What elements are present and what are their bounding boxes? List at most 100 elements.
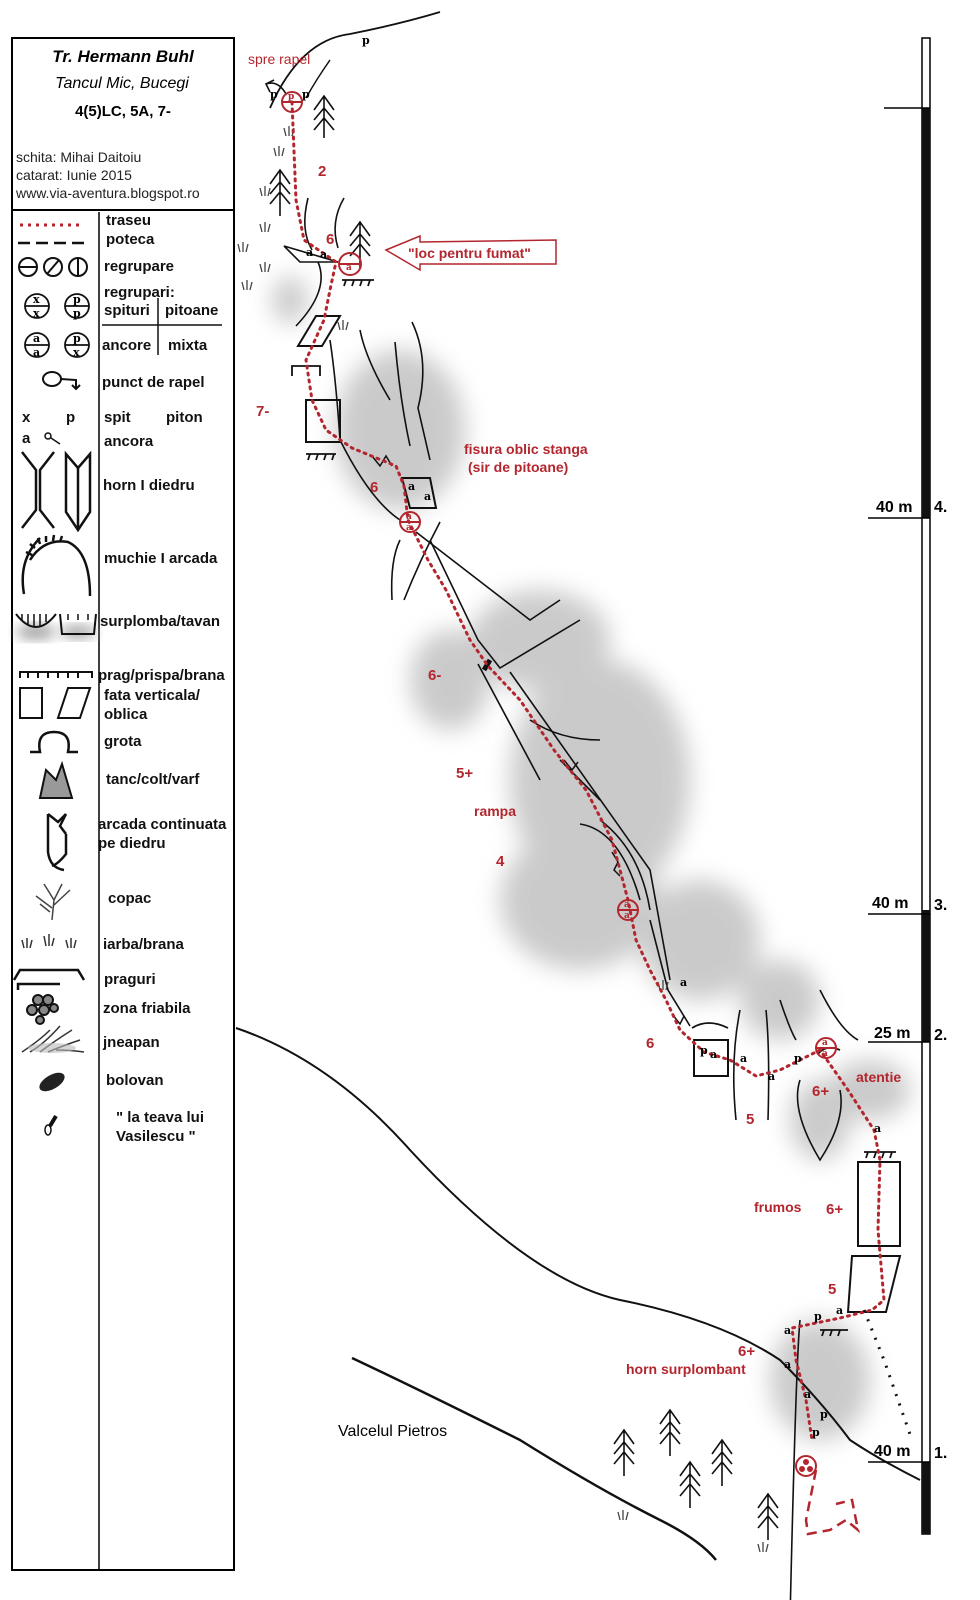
svg-text:p: p [794, 1052, 802, 1065]
svg-text:p: p [270, 88, 278, 101]
svg-text:a: a [804, 1388, 811, 1401]
legend-prag: prag/prispa/brana [98, 667, 225, 684]
route-grade: 4(5)LC, 5A, 7- [75, 103, 171, 120]
svg-text:a: a [406, 523, 412, 533]
svg-text:a: a [406, 512, 412, 522]
svg-text:a: a [822, 1038, 828, 1048]
overhanging-chimney-label: horn surplombant [626, 1361, 746, 1377]
svg-text:a: a [33, 346, 40, 359]
legend-x-letter: x [22, 409, 31, 426]
svg-text:a: a [874, 1122, 881, 1135]
svg-text:a: a [408, 480, 415, 493]
svg-text:p: p [73, 293, 81, 306]
grade-label: 5 [746, 1111, 754, 1128]
overhang-roof-symbol [15, 613, 97, 640]
to-rappel-label: spre rapel [248, 51, 310, 67]
scale-bar: 40 m 4. 40 m 3. 25 m 2. 40 m 1. [868, 37, 947, 1535]
legend-tanc: tanc/colt/varf [106, 771, 200, 788]
svg-text:a: a [346, 263, 352, 273]
rock-shading [272, 276, 910, 1440]
legend-friabila: zona friabila [103, 1000, 191, 1017]
legend-spit: spit [104, 409, 131, 426]
legend-ancora: ancora [104, 433, 154, 450]
grade-label: 6+ [826, 1201, 843, 1218]
legend-oblica: oblica [104, 706, 148, 723]
chimney-dihedral-symbol [21, 450, 92, 533]
grade-label: 5+ [456, 765, 473, 782]
grass [237, 126, 769, 1553]
arete-arch-symbol [21, 534, 92, 597]
legend-piton: piton [166, 409, 203, 426]
crack-label: fisura oblic stanga [464, 441, 588, 457]
legend-muchie: muchie I arcada [104, 550, 218, 567]
ramp-label: rampa [474, 803, 516, 819]
svg-text:a: a [710, 1048, 717, 1061]
cave-symbol [30, 730, 78, 754]
svg-text:a: a [836, 1304, 843, 1317]
belay-stations [281, 91, 837, 1059]
pitch-number-2: 2. [934, 1027, 947, 1044]
rappel-arrow [264, 79, 287, 95]
legend-spituri: spituri [104, 302, 150, 319]
svg-text:a: a [784, 1358, 791, 1371]
dwarf-pine-symbol [21, 1025, 85, 1053]
svg-text:a: a [768, 1070, 775, 1083]
legend-poteca: poteca [106, 231, 155, 248]
loose-rock-symbol [26, 994, 59, 1025]
grass-symbol [21, 934, 77, 949]
svg-text:p: p [362, 34, 370, 47]
grade-label: 6 [326, 231, 334, 248]
svg-text:a: a [320, 248, 327, 261]
svg-text:a: a [424, 490, 431, 503]
grade-label: 6 [646, 1035, 654, 1052]
svg-text:a: a [624, 911, 630, 921]
legend-pe-diedru: pe diedru [98, 835, 166, 852]
legend-jneapan: jneapan [102, 1034, 160, 1051]
route-location: Tancul Mic, Bucegi [55, 75, 189, 92]
svg-text:x: x [33, 293, 40, 306]
piton-line-label: (sir de pitoane) [468, 459, 568, 475]
legend-teava: " la teava lui [116, 1109, 204, 1126]
svg-text:p: p [288, 92, 294, 102]
grade-label: 7- [256, 403, 269, 420]
tree-symbol [35, 883, 71, 921]
legend-grota: grota [104, 733, 142, 750]
legend-arcada-continuata: arcada continuata [98, 816, 227, 833]
boulder-symbol [39, 1072, 65, 1092]
legend-regrupari: regrupari: [104, 284, 175, 301]
rappel-symbol [42, 371, 81, 391]
grade-label: 6 [370, 479, 378, 496]
pitch-length-3: 40 m [872, 895, 908, 912]
svg-text:p: p [700, 1044, 708, 1057]
route-climbed-date: catarat: Iunie 2015 [16, 167, 132, 183]
svg-text:p: p [73, 307, 81, 320]
pitch-number-3: 3. [934, 897, 947, 914]
legend-horn: horn I diedru [103, 477, 195, 494]
legend-mixta: mixta [168, 337, 208, 354]
legend-p-letter: p [66, 409, 75, 426]
svg-text:p: p [820, 1408, 828, 1421]
caution-label: atentie [856, 1069, 901, 1085]
svg-text:x: x [73, 346, 80, 359]
legend-fata-verticala: fata verticala/ [104, 687, 201, 704]
pipe-symbol [44, 1114, 58, 1136]
route-line [290, 100, 886, 1442]
topo-drawing: p p p p a a a a a a a a a a p a a a p a … [235, 11, 921, 1600]
grade-label: 6+ [812, 1083, 829, 1100]
pitch-number-1: 1. [934, 1445, 947, 1462]
face-boxes [296, 315, 902, 1313]
bolt-letters: p p p p a a a a a a a a a a p a a a p a … [270, 34, 881, 1439]
legend-ancore: ancore [102, 337, 151, 354]
bolt-belay-symbols [24, 293, 90, 358]
svg-text:p: p [302, 88, 310, 101]
smoking-spot-label: "loc pentru fumat" [408, 245, 531, 261]
anchor-small-symbol [44, 432, 61, 445]
svg-text:p: p [814, 1310, 822, 1323]
approach-path [804, 1469, 860, 1536]
arch-dihedral-symbol [46, 813, 68, 872]
pitch-length-2: 25 m [874, 1025, 910, 1042]
legend-praguri: praguri [104, 971, 156, 988]
legend-bolovan: bolovan [106, 1072, 164, 1089]
svg-text:a: a [33, 332, 40, 345]
pitch-length-1: 40 m [874, 1443, 910, 1460]
